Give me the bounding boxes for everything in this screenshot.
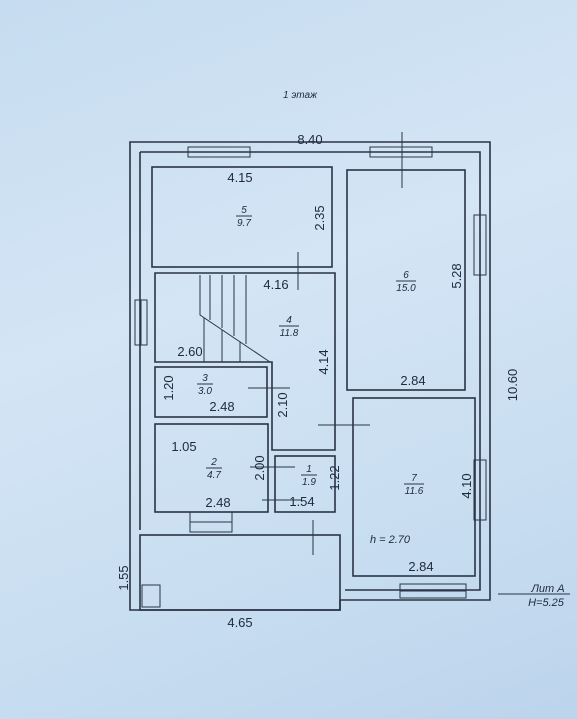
dim-r3-height: 1.20 [161,375,176,400]
room-4-area: 11.8 [280,328,299,339]
dim-r5-width: 4.15 [227,170,252,185]
dim-r4-height: 4.14 [316,349,331,374]
dim-bottom-width: 4.65 [227,615,252,630]
dim-r6-height: 5.28 [449,263,464,288]
room-7-area: 11.6 [405,486,424,497]
dim-r7-width: 2.84 [408,559,433,574]
porch-step [141,584,161,608]
porch-outline [139,534,341,611]
room-6-number: 6 [403,270,409,281]
dim-r7-height: 4.10 [459,473,474,498]
dim-r2-width: 2.48 [205,495,230,510]
windows [134,146,487,599]
dim-stair-width: 2.60 [177,344,202,359]
room-1-area: 1.9 [302,477,316,488]
dim-r1-height: 1.22 [327,465,342,490]
room-6-outline [346,169,466,391]
room-1-number: 1 [306,464,312,475]
dim-r2-top: 1.05 [171,439,196,454]
room-1-outline [274,455,336,513]
room-3-number: 3 [202,373,208,384]
door-marks [248,132,403,555]
staircase [199,275,271,363]
room-7-number: 7 [411,473,417,484]
room-3-outline [154,366,268,418]
room-7-outline [352,397,476,577]
room-2-area: 4.7 [207,470,221,481]
room-5-number: 5 [241,205,247,216]
lit-label: Лит А [530,583,564,595]
dim-r5-height: 2.35 [312,205,327,230]
ceiling-height: h = 2.70 [370,534,411,546]
dim-overall-width: 8.40 [297,132,322,147]
dim-porch-height: 1.55 [116,565,131,590]
room-2-number: 2 [210,457,217,468]
dim-r2-height: 2.00 [252,455,267,480]
dim-r3-width: 2.48 [209,399,234,414]
dim-r1-width: 1.54 [289,494,314,509]
room-4-outline [154,272,336,451]
lit-height: H=5.25 [528,597,565,609]
room-6-area: 15.0 [396,283,416,294]
room-4-number: 4 [286,315,292,326]
plan-title: 1 этаж [283,90,318,101]
room-5-outline [151,166,333,268]
room-5-area: 9.7 [237,218,251,229]
outer-walls [129,141,491,611]
dim-r6-width: 2.84 [400,373,425,388]
dim-overall-height: 10.60 [505,369,520,402]
dim-r4-inner: 2.10 [275,392,290,417]
room-3-area: 3.0 [198,386,212,397]
dim-r4-width: 4.16 [263,277,288,292]
